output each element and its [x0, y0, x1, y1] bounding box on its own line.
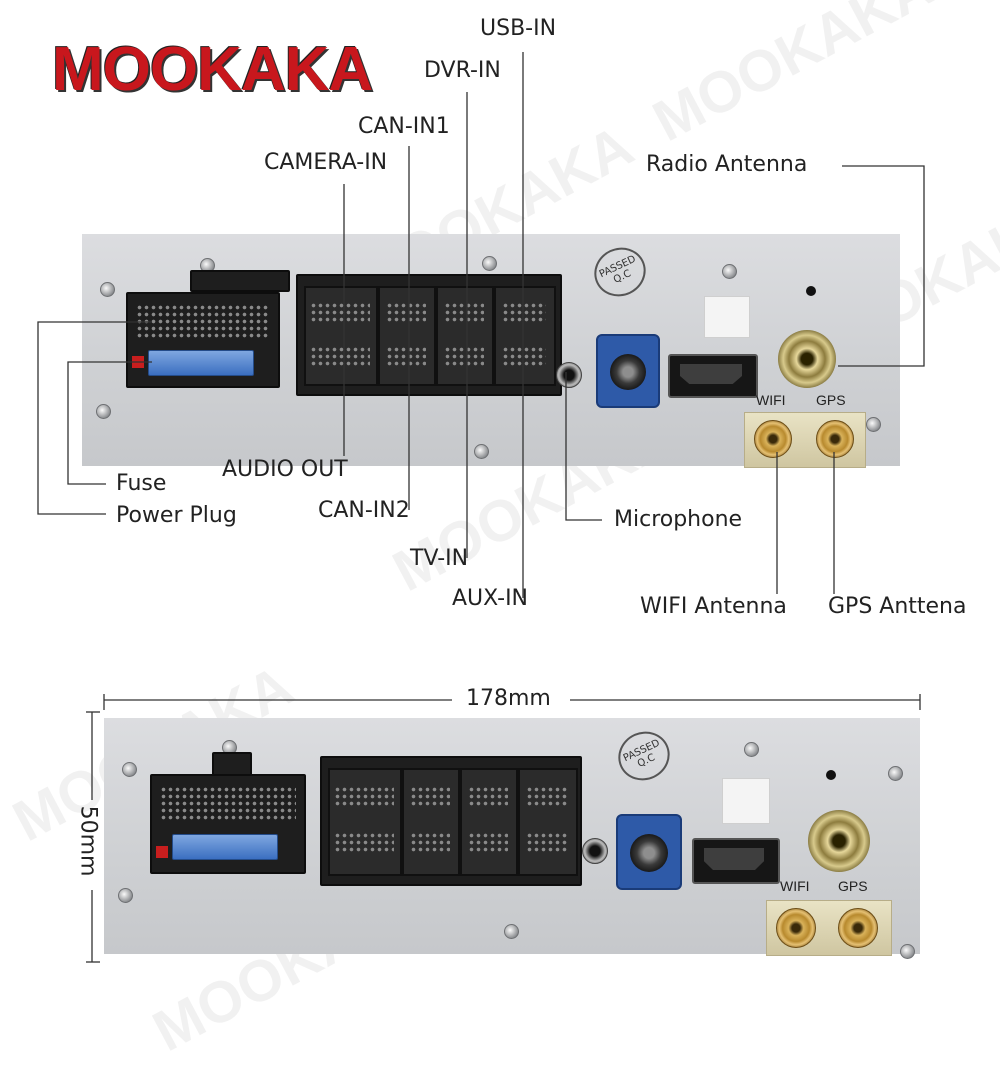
- pins: [410, 786, 450, 808]
- screw: [482, 256, 497, 271]
- dvr-tv-port: [436, 286, 494, 386]
- pins: [410, 832, 450, 854]
- hdmi-socket: [704, 848, 764, 870]
- screw: [744, 742, 759, 757]
- pins: [468, 832, 508, 854]
- microphone-jack: [582, 838, 608, 864]
- screw: [96, 404, 111, 419]
- can-port: [378, 286, 436, 386]
- hdmi-port: [668, 354, 758, 398]
- pins: [444, 302, 484, 324]
- label-fuse: Fuse: [116, 471, 167, 496]
- pins: [526, 786, 568, 808]
- antenna-wire-hole: [826, 770, 836, 780]
- label-can-in2: CAN-IN2: [318, 498, 410, 523]
- usb-aux-port: [518, 768, 578, 876]
- label-gps-antenna: GPS Anttena: [828, 594, 967, 619]
- top-head-unit-panel: PASSED Q.C WIFI GPS: [82, 234, 900, 468]
- pins: [386, 302, 426, 324]
- pins: [502, 302, 546, 324]
- fuse: [172, 834, 278, 860]
- hdmi-port: [692, 838, 780, 884]
- gps-mark: GPS: [838, 878, 868, 894]
- label-camera-in: CAMERA-IN: [264, 150, 388, 175]
- hdmi-socket: [680, 364, 742, 384]
- fuse: [148, 350, 254, 376]
- screw: [100, 282, 115, 297]
- pins: [444, 346, 484, 368]
- screw: [474, 444, 489, 459]
- power-plug-connector: [190, 270, 290, 292]
- callout-leader-lines: [37, 52, 925, 963]
- antenna-wire-hole: [806, 286, 816, 296]
- main-connector-block: [320, 756, 582, 886]
- label-dvr-in: DVR-IN: [424, 58, 501, 83]
- camera-audio-port: [304, 286, 378, 386]
- gps-sma-connector: [816, 420, 854, 458]
- pins: [310, 346, 370, 368]
- pins: [310, 302, 370, 324]
- label-wifi-antenna: WIFI Antenna: [640, 594, 787, 619]
- pins: [334, 832, 394, 854]
- wifi-mark: WIFI: [780, 878, 810, 894]
- dvr-tv-port: [460, 768, 518, 876]
- brand-logo: MOOKAKA: [52, 35, 373, 104]
- screw: [900, 944, 915, 959]
- dimension-width: 178mm: [466, 686, 551, 711]
- fakra-socket: [610, 354, 646, 390]
- main-connector-block: [296, 274, 562, 396]
- wifi-sma-connector: [754, 420, 792, 458]
- label-sticker: [704, 296, 750, 338]
- label-tv-in: TV-IN: [410, 546, 469, 571]
- label-power-plug: Power Plug: [116, 503, 237, 528]
- red-tab: [156, 846, 168, 858]
- pins: [502, 346, 546, 368]
- label-microphone: Microphone: [614, 507, 743, 532]
- screw: [122, 762, 137, 777]
- screw: [866, 417, 881, 432]
- pins: [386, 346, 426, 368]
- power-plug-connector: [150, 774, 306, 874]
- fakra-connector: [616, 814, 682, 890]
- power-plug-connector: [126, 292, 280, 388]
- can-port: [402, 768, 460, 876]
- screw: [504, 924, 519, 939]
- fakra-connector: [596, 334, 660, 408]
- gps-mark: GPS: [816, 392, 846, 408]
- bottom-head-unit-panel: PASSED Q.C WIFI GPS: [104, 718, 920, 959]
- label-audio-out: AUDIO OUT: [222, 457, 348, 482]
- radio-antenna-socket: [808, 810, 870, 872]
- wifi-mark: WIFI: [756, 392, 786, 408]
- power-plug-pins: [160, 786, 296, 820]
- label-can-in1: CAN-IN1: [358, 114, 450, 139]
- label-aux-in: AUX-IN: [452, 586, 529, 611]
- dimension-height: 50mm: [75, 805, 101, 877]
- fakra-socket: [630, 834, 668, 872]
- pins: [468, 786, 508, 808]
- screw: [722, 264, 737, 279]
- camera-audio-port: [328, 768, 402, 876]
- power-plug-pins: [136, 304, 270, 338]
- label-radio-antenna: Radio Antenna: [646, 152, 808, 177]
- wifi-sma-connector: [776, 908, 816, 948]
- label-usb-in: USB-IN: [480, 16, 557, 41]
- radio-antenna-socket: [778, 330, 836, 388]
- gps-sma-connector: [838, 908, 878, 948]
- screw: [888, 766, 903, 781]
- label-sticker: [722, 778, 770, 824]
- screw: [118, 888, 133, 903]
- pins: [526, 832, 568, 854]
- usb-aux-port: [494, 286, 556, 386]
- microphone-jack: [556, 362, 582, 388]
- pins: [334, 786, 394, 808]
